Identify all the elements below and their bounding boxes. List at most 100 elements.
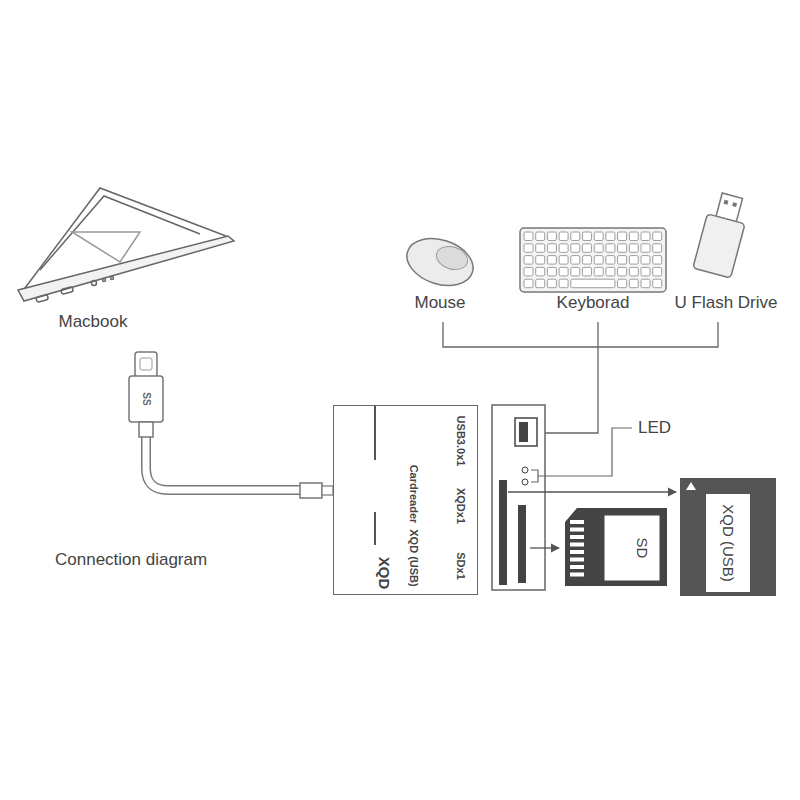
keyboard-key: [641, 232, 650, 241]
sd-contact: [570, 535, 584, 539]
keyboard-key: [571, 232, 580, 241]
keyboard-key: [629, 256, 638, 265]
keyboard-key: [571, 267, 580, 276]
keyboard-key: [571, 244, 580, 253]
sd-contact: [570, 543, 584, 547]
memory-card: XQD (USB): [680, 478, 776, 596]
keyboard-key: [559, 267, 568, 276]
keyboard-key: [547, 267, 556, 276]
keyboard-key: [641, 279, 650, 288]
led-label: LED: [638, 419, 671, 438]
keyboard-key: [583, 267, 592, 276]
keyboard-key: [594, 244, 603, 253]
keyboard-drawing: [520, 228, 666, 292]
sd-contact: [570, 528, 584, 532]
device-label: Mouse: [414, 294, 465, 313]
keyboard-key: [653, 244, 662, 253]
port-text: USB3.0x1: [455, 416, 467, 467]
port-text: XQDx1: [455, 488, 467, 524]
keyboard-key: [524, 232, 533, 241]
keyboard-key: [524, 244, 533, 253]
keyboard-key: [536, 256, 545, 265]
product-text: Cardreader: [408, 465, 420, 524]
keyboard-key: [547, 232, 556, 241]
keyboard-key: [583, 256, 592, 265]
keyboard-key: [618, 232, 627, 241]
keyboard-key: [618, 244, 627, 253]
memory-card: SD: [565, 508, 667, 586]
keyboard-key: [618, 256, 627, 265]
keyboard-key: [524, 256, 533, 265]
device-node: Mouse: [395, 220, 490, 315]
keyboard-key: [653, 279, 662, 288]
keyboard-key: [559, 244, 568, 253]
keyboard-key: [641, 267, 650, 276]
keyboard-key: [571, 279, 615, 288]
keyboard-key: [594, 256, 603, 265]
keyboard-key: [629, 232, 638, 241]
device-label: Keyborad: [557, 294, 630, 313]
usb-logo-text: SS: [141, 392, 152, 405]
keyboard-key: [559, 256, 568, 265]
keyboard-key: [547, 279, 556, 288]
bracket-wire: [443, 322, 718, 433]
keyboard-key: [606, 232, 615, 241]
keyboard-key: [524, 267, 533, 276]
model-text: XQD (USB): [408, 529, 420, 586]
keyboard-key: [606, 256, 615, 265]
keyboard-key: [641, 244, 650, 253]
card-label: SD: [634, 538, 651, 559]
keyboard-key: [606, 244, 615, 253]
device-node: U Flash Drive: [670, 185, 788, 315]
device-side-view: [492, 405, 545, 590]
keyboard-key: [536, 232, 545, 241]
sd-contact: [570, 558, 584, 562]
keyboard-key: [653, 267, 662, 276]
laptop-drawing: [18, 188, 234, 302]
keyboard-key: [571, 256, 580, 265]
keyboard-key: [536, 279, 545, 288]
sd-contact: [570, 573, 584, 577]
keyboard-key: [629, 244, 638, 253]
sd-contact: [570, 550, 584, 554]
keyboard-key: [524, 279, 533, 288]
keyboard-key: [653, 256, 662, 265]
keyboard-key: [618, 279, 627, 288]
device-label: Macbook: [59, 313, 128, 332]
device-node: Keyborad: [515, 215, 675, 315]
keyboard-key: [536, 267, 545, 276]
keyboard-key: [653, 232, 662, 241]
card-label: XQD (USB): [720, 504, 737, 582]
keyboard-key: [606, 267, 615, 276]
keyboard-key: [547, 256, 556, 265]
keyboard-key: [583, 244, 592, 253]
keyboard-key: [536, 244, 545, 253]
keyboard-key: [583, 232, 592, 241]
keyboard-key: [618, 267, 627, 276]
led-leader: [531, 428, 632, 482]
keyboard-key: [594, 232, 603, 241]
sd-card-drawing: [565, 508, 667, 586]
sd-contact: [570, 520, 584, 524]
device-node: Macbook: [15, 180, 245, 340]
usb-c-cable: [129, 352, 333, 498]
keyboard-key: [559, 232, 568, 241]
keyboard-key: [559, 279, 568, 288]
device-label: U Flash Drive: [675, 294, 778, 313]
keyboard-key: [594, 267, 603, 276]
port-text: SDx1: [455, 552, 467, 580]
xqd-card-drawing: [680, 478, 776, 596]
device-slot-marks: [374, 406, 376, 545]
card-reader-box: XQD XQD (USB) Cardreader USB3.0x1XQDx1SDx1: [333, 405, 478, 595]
mouse-drawing: [401, 231, 479, 294]
keyboard-key: [629, 267, 638, 276]
keyboard-key: [547, 244, 556, 253]
diagram-caption-label: Connection diagram: [55, 551, 207, 570]
keyboard-key: [629, 279, 638, 288]
sd-contact: [570, 565, 584, 569]
keyboard-key: [641, 256, 650, 265]
flash-drive-drawing: [693, 191, 751, 278]
brand-text: XQD: [376, 557, 393, 590]
